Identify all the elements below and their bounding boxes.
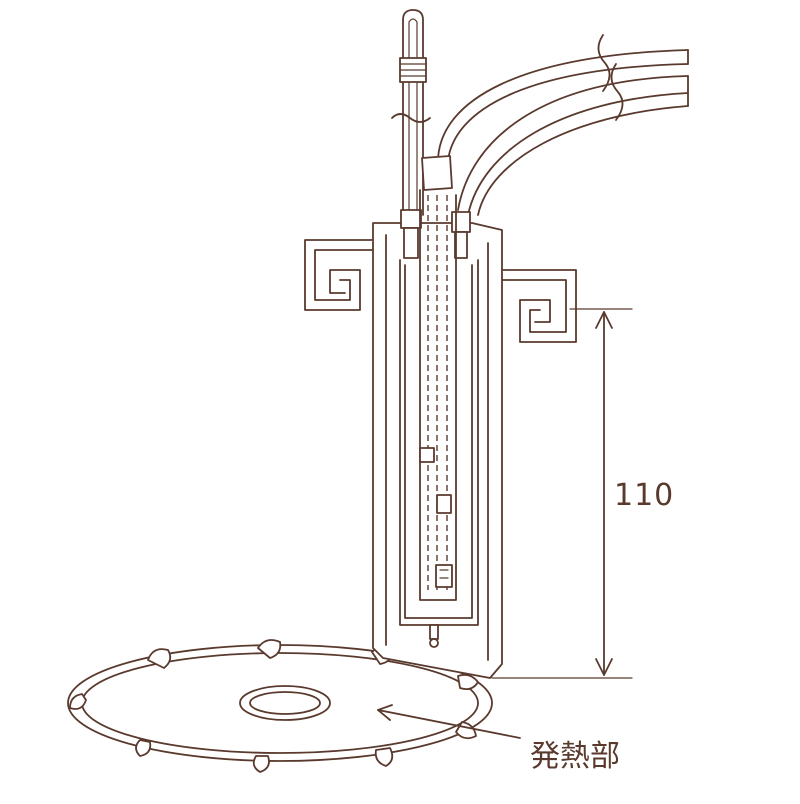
dimension-label: 110 [614, 478, 675, 513]
part-leader [377, 704, 521, 739]
right-bracket [501, 269, 577, 343]
dimension-110 [491, 308, 633, 679]
thermocouple-rod [391, 9, 431, 259]
cable-bundle [421, 34, 689, 259]
left-bracket [304, 239, 374, 311]
heating-part-label: 発熱部 [530, 739, 620, 774]
heater-element [419, 189, 457, 648]
disc-center-hole [239, 685, 331, 721]
